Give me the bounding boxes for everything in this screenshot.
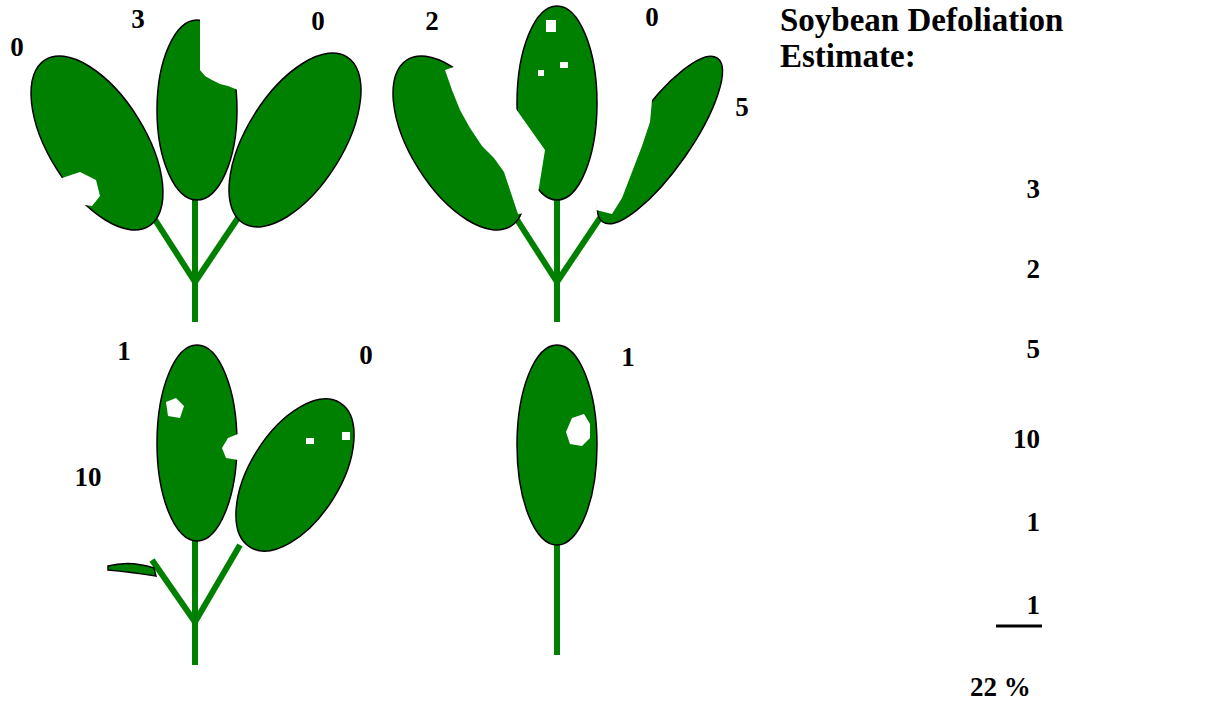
feeding-hole xyxy=(222,434,242,460)
leaf-damage-number: 0 xyxy=(359,341,373,371)
estimate-value: 2 xyxy=(1027,255,1041,285)
feeding-hole xyxy=(538,70,544,76)
feeding-hole xyxy=(306,438,314,444)
stem xyxy=(554,195,560,322)
leaf-damage-number: 3 xyxy=(131,5,145,35)
estimate-value: 10 xyxy=(1013,425,1040,455)
plant-two xyxy=(366,6,742,322)
stem xyxy=(514,215,557,282)
feeding-damage xyxy=(62,172,100,206)
stem xyxy=(557,215,602,282)
leaf-damage-number: 0 xyxy=(645,3,659,33)
leaf-damage-number: 5 xyxy=(735,93,749,123)
estimate-value: 1 xyxy=(1027,591,1041,621)
feeding-hole xyxy=(560,62,568,68)
feeding-hole xyxy=(342,432,350,440)
feeding-hole xyxy=(166,398,184,418)
leaf-damage-number: 10 xyxy=(75,463,102,493)
leaflet xyxy=(578,41,742,239)
estimate-value: 3 xyxy=(1027,175,1041,205)
estimate-total: 22 % xyxy=(970,673,1031,703)
leaf-damage-number: 0 xyxy=(10,33,24,63)
stem xyxy=(152,215,195,282)
feeding-hole xyxy=(566,414,590,446)
estimate-value: 1 xyxy=(1027,508,1041,538)
leaf-damage-number: 0 xyxy=(311,7,325,37)
leaf-damage-number: 1 xyxy=(621,343,635,373)
leaf-damage-number: 2 xyxy=(425,7,439,37)
leaf-damage-number: 1 xyxy=(117,337,131,367)
feeding-damage xyxy=(596,92,652,214)
stem xyxy=(195,215,240,282)
stem xyxy=(192,195,198,322)
leaflet xyxy=(517,345,597,545)
leaflet xyxy=(212,379,378,571)
plant-one xyxy=(4,10,387,322)
diagram-title: Soybean Defoliation Estimate: xyxy=(780,2,1160,74)
estimate-value: 5 xyxy=(1027,335,1041,365)
sum-underline xyxy=(996,625,1042,628)
leaflet-remnant xyxy=(108,563,156,576)
stem xyxy=(192,540,198,665)
stem xyxy=(554,540,560,655)
feeding-damage xyxy=(200,10,250,95)
feeding-damage xyxy=(445,58,545,214)
stem xyxy=(152,560,195,622)
plant-three xyxy=(108,345,378,665)
feeding-hole xyxy=(546,20,556,32)
plant-four xyxy=(517,345,597,655)
stem xyxy=(195,545,240,622)
